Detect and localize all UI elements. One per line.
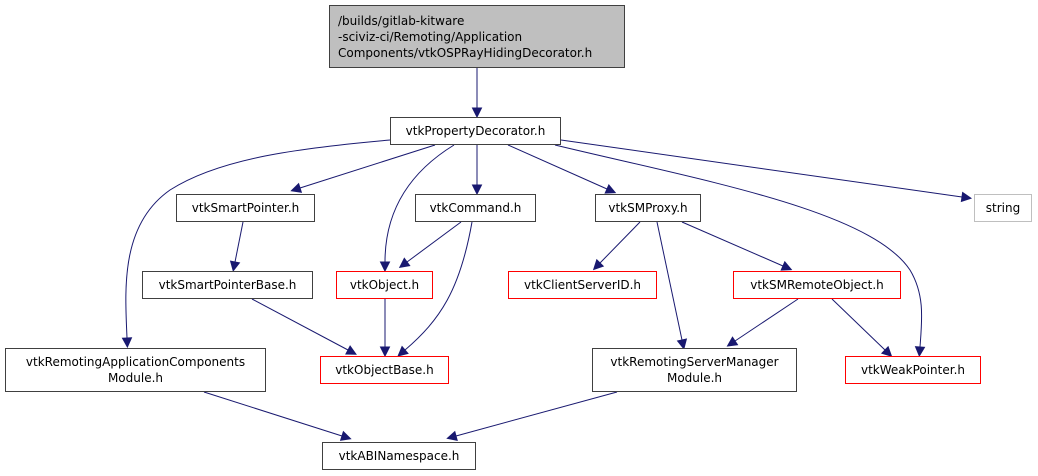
node-csid[interactable]: vtkClientServerID.h: [508, 271, 657, 299]
arrowhead-icon: [604, 183, 617, 194]
node-abi[interactable]: vtkABINamespace.h: [322, 442, 476, 470]
arrowhead-icon: [339, 430, 352, 441]
node-string[interactable]: string: [974, 194, 1032, 222]
node-smremote[interactable]: vtkSMRemoteObject.h: [733, 271, 901, 299]
arrowhead-icon: [914, 346, 926, 358]
edge-smartptr-to-smartptrbase: [234, 221, 244, 263]
arrowhead-icon: [379, 261, 391, 273]
edge-appmod-to-abi: [203, 391, 343, 437]
edge-smartptrbase-to-objbase: [251, 298, 349, 351]
arrowhead-icon: [446, 430, 458, 441]
node-appmod[interactable]: vtkRemotingApplicationComponents Module.…: [5, 348, 266, 392]
node-weakptr[interactable]: vtkWeakPointer.h: [845, 356, 981, 384]
edge-smremote-to-weakptr: [831, 298, 886, 351]
edge-smmod-to-abi: [455, 391, 618, 437]
arrowhead-icon: [780, 260, 793, 271]
edge-smproxy-to-csid: [599, 221, 641, 264]
edge-command-to-objbase: [404, 221, 473, 351]
node-smartptrbase[interactable]: vtkSmartPointerBase.h: [142, 271, 313, 299]
arrowhead-icon: [345, 345, 357, 355]
node-root: /builds/gitlab-kitware -sciviz-ci/Remoti…: [329, 5, 625, 68]
node-command[interactable]: vtkCommand.h: [415, 194, 536, 222]
arrowhead-icon: [121, 337, 133, 349]
arrowhead-icon: [229, 260, 241, 272]
edge-propdec-to-object: [384, 144, 455, 263]
arrowhead-icon: [397, 345, 409, 357]
arrowhead-icon: [726, 336, 739, 347]
node-smartptr[interactable]: vtkSmartPointer.h: [176, 194, 315, 222]
node-object[interactable]: vtkObject.h: [336, 271, 433, 299]
arrowhead-icon: [592, 258, 605, 271]
arrowhead-icon: [379, 346, 391, 358]
node-smmod[interactable]: vtkRemotingServerManager Module.h: [592, 348, 797, 392]
arrowhead-icon: [960, 191, 973, 203]
edge-smproxy-to-smremote: [681, 221, 784, 267]
edge-command-to-object: [406, 221, 462, 263]
edge-propdec-to-smproxy: [507, 144, 608, 190]
edge-propdec-to-string: [560, 139, 963, 198]
node-propdec[interactable]: vtkPropertyDecorator.h: [390, 117, 561, 145]
arrowhead-icon: [290, 182, 303, 193]
edge-propdec-to-weakptr: [554, 144, 923, 348]
edge-smproxy-to-smmod: [656, 221, 683, 341]
arrowhead-icon: [471, 184, 483, 196]
edge-propdec-to-appmod: [125, 139, 391, 339]
arrowhead-icon: [880, 345, 893, 358]
arrowhead-icon: [471, 107, 483, 119]
arrowhead-icon: [398, 257, 411, 269]
arrowhead-icon: [676, 338, 688, 350]
node-smproxy[interactable]: vtkSMProxy.h: [595, 194, 701, 222]
edge-smremote-to-smmod: [734, 298, 799, 342]
node-objbase[interactable]: vtkObjectBase.h: [320, 356, 449, 384]
edge-propdec-to-smartptr: [299, 144, 436, 189]
